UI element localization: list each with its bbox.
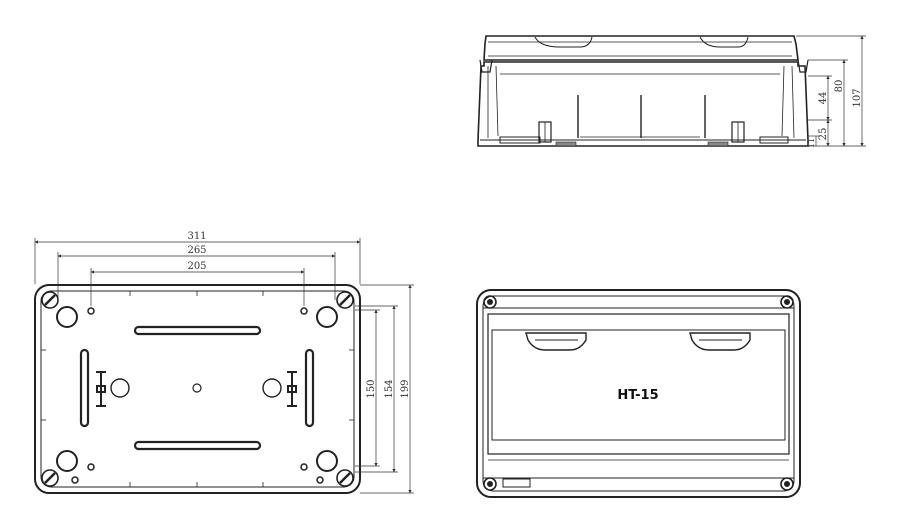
dim-label-265: 265: [187, 245, 206, 256]
dim-label-311: 311: [187, 231, 206, 242]
dim-label-11: 11: [807, 138, 816, 148]
front-screw-icon: [780, 295, 794, 309]
corner-screw-icon: [41, 291, 59, 309]
bottom-view-dimensions: [34, 238, 414, 494]
side-view: [477, 35, 809, 147]
bottom-view: [34, 284, 361, 494]
front-screw-icon: [483, 295, 497, 309]
front-screw-icon: [483, 477, 497, 491]
corner-screw-icon: [41, 469, 59, 487]
dim-label-44: 44: [818, 92, 829, 105]
dim-label-107: 107: [852, 88, 863, 107]
corner-screw-icon: [336, 291, 354, 309]
dim-label-150: 150: [366, 379, 377, 398]
dim-label-199: 199: [400, 379, 411, 398]
dim-label-154: 154: [384, 379, 395, 398]
side-view-dimensions: [796, 35, 866, 147]
front-screw-icon: [780, 477, 794, 491]
corner-screw-icon: [336, 469, 354, 487]
model-label: HT-15: [617, 388, 658, 403]
dim-label-25: 25: [818, 128, 829, 141]
front-view: [476, 289, 801, 498]
dim-label-205: 205: [187, 261, 206, 272]
dim-label-80: 80: [834, 80, 845, 93]
